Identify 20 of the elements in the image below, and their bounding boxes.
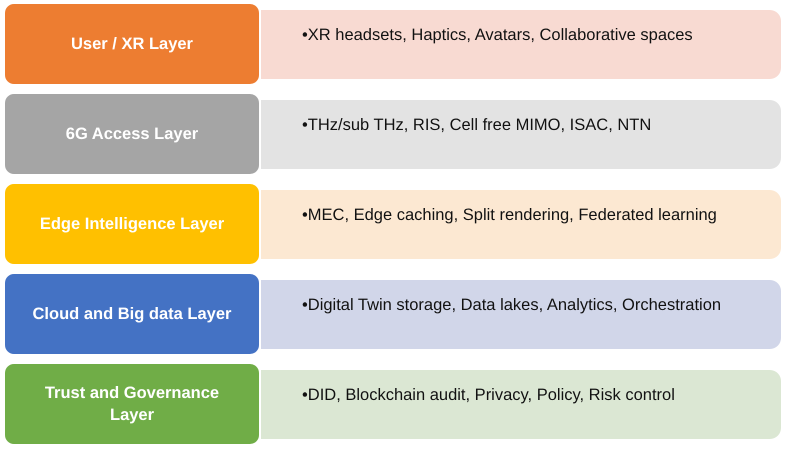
description-text: •THz/sub THz, RIS, Cell free MIMO, ISAC, NTN (302, 116, 652, 135)
description-text: •MEC, Edge caching, Split rendering, Federated learning (302, 206, 717, 225)
description-text: •DID, Blockchain audit, Privacy, Policy, Risk control (302, 386, 675, 405)
description-box (261, 190, 781, 259)
description-box (261, 370, 781, 439)
description-box (261, 100, 781, 169)
layer-name: Trust and Governance Layer (44, 383, 220, 426)
description-box (261, 280, 781, 349)
layer-name: User / XR Layer (71, 34, 193, 55)
layer-name: Cloud and Big data Layer (32, 304, 232, 325)
description-text: •XR headsets, Haptics, Avatars, Collaborative spaces (302, 26, 693, 45)
layer-box (3, 362, 261, 446)
layer-name: 6G Access Layer (66, 124, 198, 145)
layer-box (3, 2, 261, 86)
layer-box (3, 92, 261, 176)
description-box (261, 10, 781, 79)
layer-name: Edge Intelligence Layer (40, 214, 224, 235)
description-text: •Digital Twin storage, Data lakes, Analytics, Orchestration (302, 296, 722, 315)
layer-box (3, 272, 261, 356)
layer-box (3, 182, 261, 266)
